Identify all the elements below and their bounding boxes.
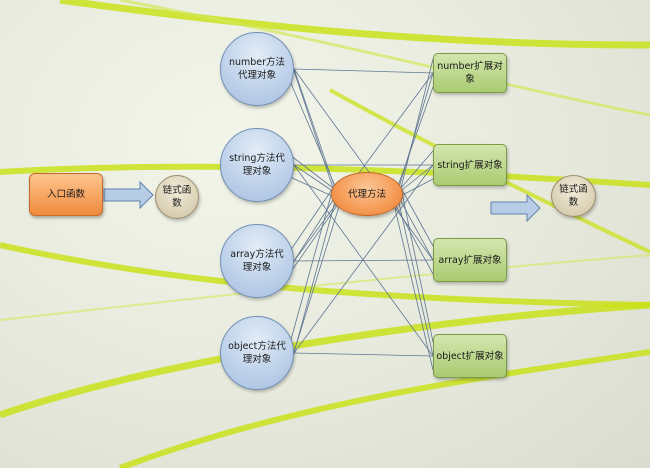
extension-label-object: object扩展对象 [436,350,504,362]
connector-proxy-0-extension-2 [293,68,434,261]
connector-proxy-0-center [289,80,342,201]
connector-proxy-1-center [293,164,338,195]
connector-center-extension-2 [396,193,434,261]
connector-proxy-0-center [289,58,334,189]
connector-proxy-2-center [289,187,334,252]
extension-node-string: string扩展对象 [433,144,507,186]
arrow-to-chain-right-icon [490,193,541,223]
connector-proxy-2-center [289,199,342,274]
connector-center-extension-1 [400,150,434,189]
extension-node-number: number扩展对象 [433,53,507,93]
entry-function-node: 入口函数 [29,173,103,216]
proxy-label-array: array方法代理对象 [230,249,284,273]
proxy-method-label: 代理方法 [347,188,386,200]
proxy-label-object: object方法代理对象 [228,341,286,365]
connector-center-extension-3 [396,193,434,357]
connector-proxy-2-extension-2 [293,259,434,262]
connector-proxy-3-extension-1 [293,164,434,354]
connector-center-extension-3 [400,187,434,343]
proxy-node-object: object方法代理对象 [220,316,294,390]
connector-center-extension-1 [396,164,434,195]
extension-node-object: object扩展对象 [433,334,507,378]
chain-function-right-label: 链式函数 [559,184,588,208]
proxy-node-string: string方法代理对象 [220,128,294,202]
connector-center-extension-2 [400,187,434,247]
connector-center-extension-0 [396,72,434,195]
chain-function-label: 链式函数 [162,185,192,209]
connector-proxy-3-center [289,187,334,344]
connector-proxy-0-extension-0 [293,68,434,74]
proxy-method-node: 代理方法 [331,172,403,216]
entry-function-label: 入口函数 [46,189,85,200]
extension-label-string: string扩展对象 [437,159,503,171]
proxy-label-number: number方法代理对象 [228,57,286,81]
connector-center-extension-3 [392,199,434,371]
proxy-label-string: string方法代理对象 [229,153,285,177]
connector-proxy-3-extension-3 [293,352,434,357]
extension-label-array: array扩展对象 [438,254,502,266]
connector-center-extension-0 [392,86,434,201]
proxy-node-number: number方法代理对象 [220,32,294,106]
chain-function-node-left: 链式函数 [155,175,199,219]
connector-center-extension-2 [392,199,434,275]
connector-proxy-2-center [293,193,338,262]
extension-label-number: number扩展对象 [437,61,503,85]
proxy-node-array: array方法代理对象 [220,224,294,298]
arrow-entry-to-chain-icon [103,180,154,210]
extension-node-array: array扩展对象 [433,238,507,282]
connector-proxy-3-center [293,193,338,354]
connector-proxy-1-center [289,154,334,189]
connector-proxy-3-center [289,199,342,366]
chain-function-node-right: 链式函数 [551,175,596,217]
connector-proxy-2-extension-0 [293,72,434,262]
